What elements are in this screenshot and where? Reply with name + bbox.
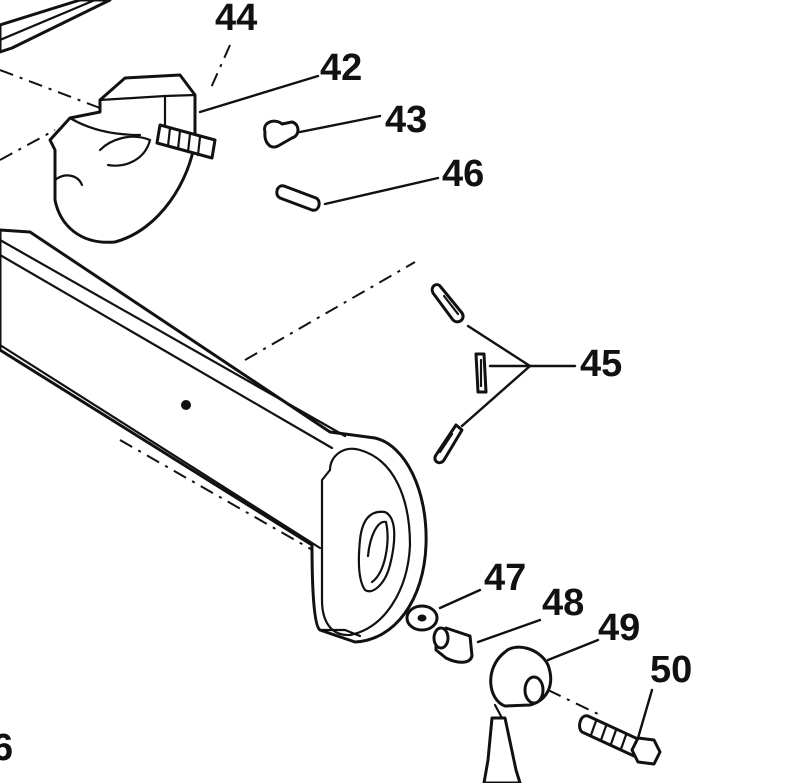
rod-fragment xyxy=(0,0,112,54)
callout-43: 43 xyxy=(385,99,427,141)
bolt-part xyxy=(578,714,662,766)
trunnion-bracket xyxy=(48,73,217,244)
pin-part xyxy=(275,184,321,212)
roller-pins xyxy=(430,283,488,465)
callout-46: 46 xyxy=(442,153,484,195)
main-arm xyxy=(0,228,428,644)
callout-47: 47 xyxy=(484,557,526,599)
callout-49: 49 xyxy=(598,607,640,649)
callout-42: 42 xyxy=(320,47,362,89)
callout-44: 44 xyxy=(215,0,257,39)
washer-part xyxy=(405,604,439,632)
callout-45: 45 xyxy=(580,343,622,385)
latch-part xyxy=(263,119,300,149)
callout-50: 50 xyxy=(650,649,692,691)
knob-housing xyxy=(482,645,553,783)
callout-6-partial: 6 xyxy=(0,727,13,769)
leader-lines xyxy=(198,74,654,740)
bushing-part xyxy=(432,626,474,664)
callout-labels: 44 42 43 46 45 47 48 49 50 6 xyxy=(0,0,692,769)
callout-48: 48 xyxy=(542,582,584,624)
